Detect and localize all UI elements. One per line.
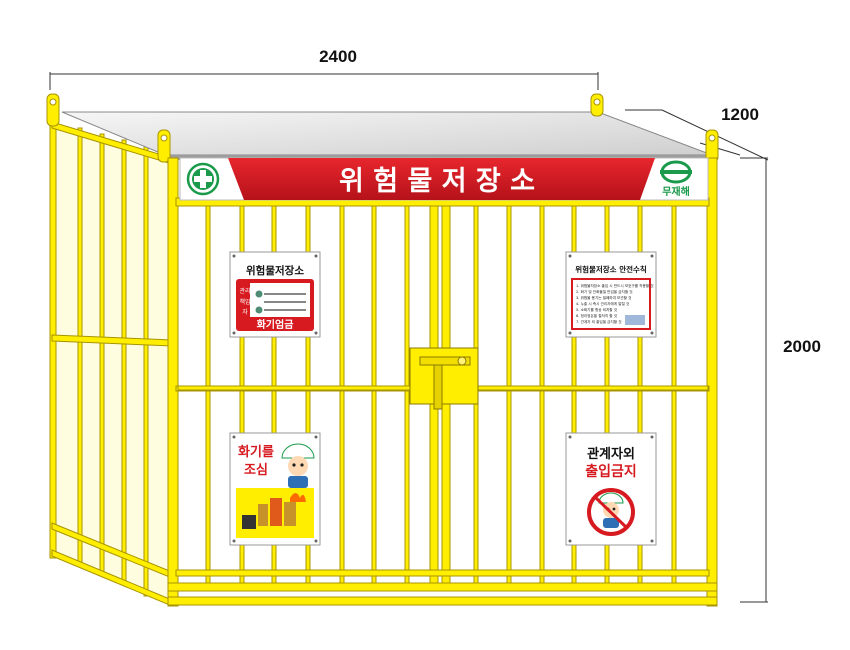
safety-rule-item: 1. 위험물저장소 출입 시 반드시 보호구를 착용할 것 [576, 283, 654, 288]
width-label: 2400 [319, 47, 357, 66]
prohibition-mascot-icon [587, 488, 635, 536]
dimension-height [740, 157, 768, 603]
manager-sign-title: 위험물저장소 [246, 264, 304, 277]
manager-sign: 위험물저장소 관리 책임 자 화기엄금 [229, 251, 321, 338]
manager-row-3: 자 [242, 308, 248, 316]
door-latch[interactable] [409, 347, 479, 410]
no-entry-sign: 관계자외 출입금지 [565, 432, 657, 546]
fire-sign-line2: 조심 [244, 462, 268, 478]
safety-cross-icon [186, 162, 220, 196]
manager-row-2: 책임 [239, 298, 250, 306]
safety-rule-item: 4. 누출 시 즉시 관리자에게 알릴 것 [576, 301, 630, 306]
side-panel [49, 117, 173, 607]
safety-rules-list: 1. 위험물저장소 출입 시 반드시 보호구를 착용할 것2. 화기 및 인화물… [576, 283, 654, 324]
safety-rule-item: 5. 소화기를 항상 비치할 것 [576, 307, 618, 312]
safety-rule-item: 6. 정리정돈을 철저히 할 것 [576, 313, 618, 318]
safety-mascot-icon [281, 443, 315, 488]
manager-sign-footer: 화기엄금 [257, 318, 294, 331]
no-entry-line2: 출입금지 [585, 463, 637, 480]
manager-row-1: 관리 [239, 287, 250, 295]
depth-label: 1200 [721, 105, 759, 124]
safety-rule-item: 3. 위험물 용기는 밀폐하여 보관할 것 [576, 295, 632, 300]
fire-caution-sign: 화기를 조심 [229, 432, 321, 546]
lifting-lugs [46, 93, 719, 163]
fire-sign-line1: 화기를 [238, 444, 274, 460]
zero-accident-text: 무재해 [662, 185, 690, 198]
height-label: 2000 [783, 337, 821, 356]
header-sign: 위 험 물 저 장 소 무재해 [179, 157, 709, 201]
header-sign-title: 위 험 물 저 장 소 [339, 166, 535, 197]
safety-rule-item: 2. 화기 및 인화물질 반입을 금지할 것 [576, 289, 633, 294]
zero-accident-logo-icon [660, 160, 692, 184]
safety-rules-title: 위험물저장소 안전수칙 [575, 264, 647, 274]
fire-barrels-icon [242, 493, 306, 529]
safety-rule-item: 7. 관계자 외 출입을 금지할 것 [576, 319, 622, 324]
dimension-width [49, 72, 599, 90]
safety-rules-sign: 위험물저장소 안전수칙 1. 위험물저장소 출입 시 반드시 보호구를 착용할 … [565, 251, 657, 338]
no-entry-line1: 관계자외 [587, 446, 635, 462]
